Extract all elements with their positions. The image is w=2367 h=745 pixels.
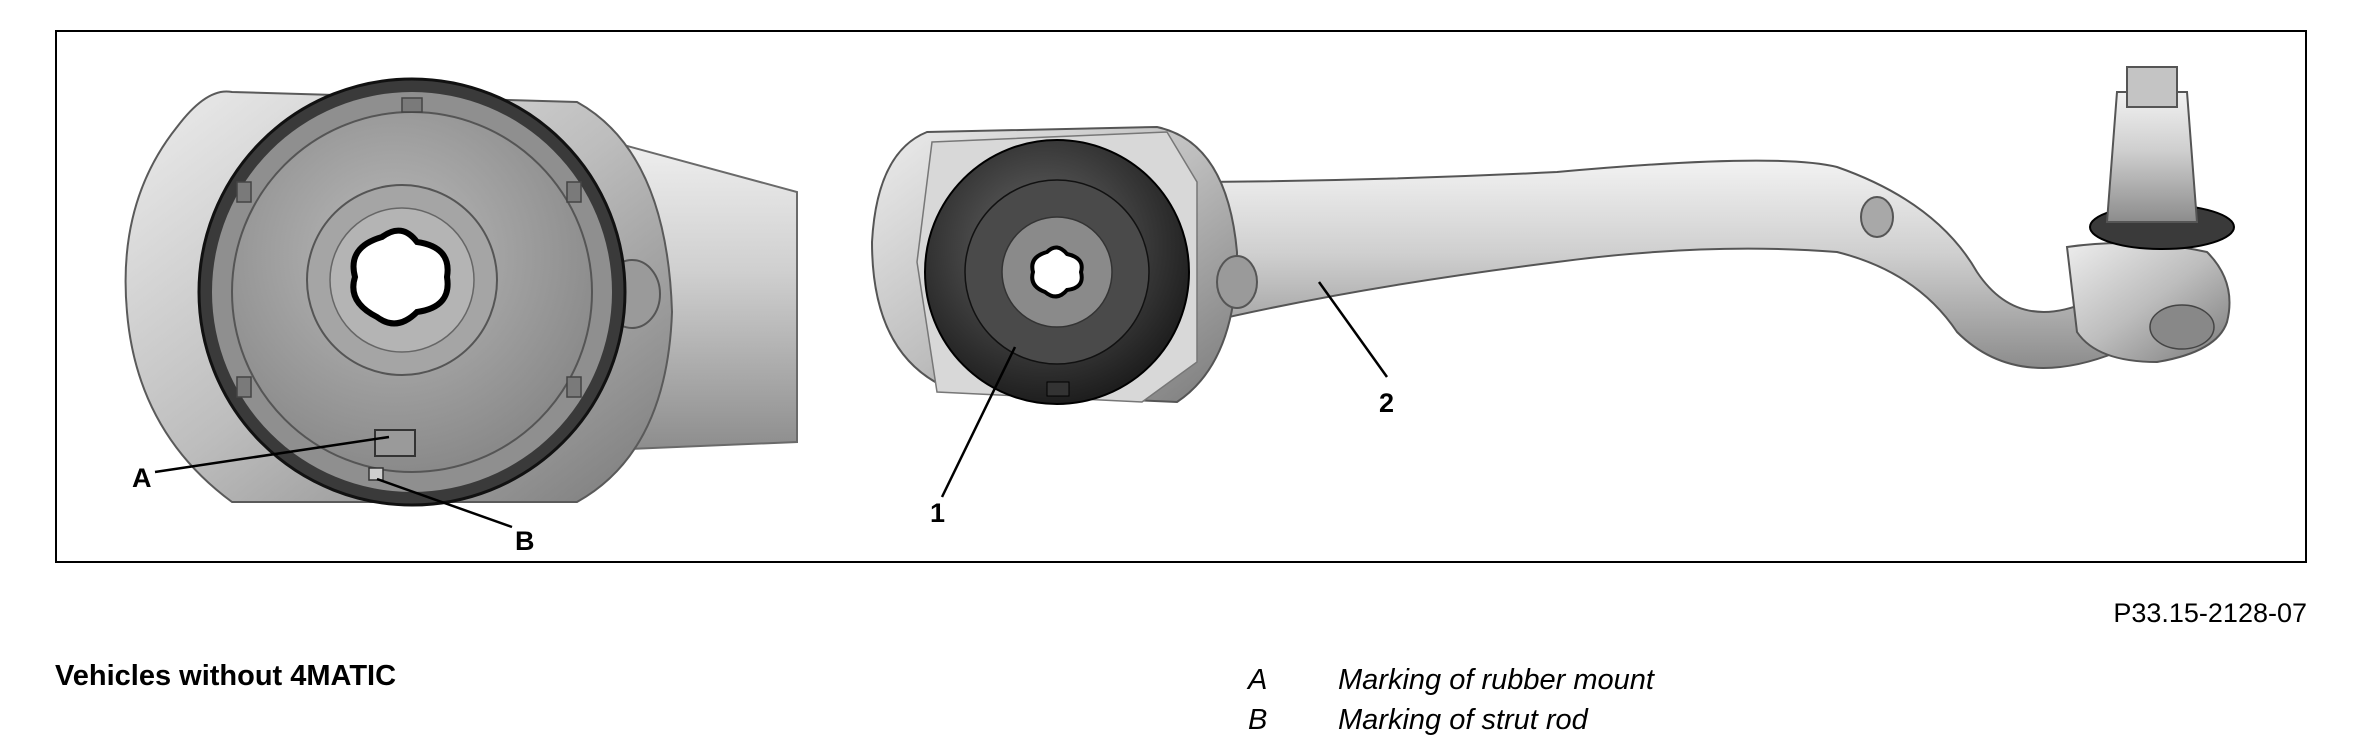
legend-text: Marking of strut rod: [1338, 703, 1588, 736]
detail-view: [124, 77, 798, 507]
strut-rod-illustration: A B 1 2: [124, 66, 2235, 556]
leader-lines: [154, 281, 1389, 529]
diagram-frame: A B 1 2: [55, 30, 2307, 563]
figure-id: P33.15-2128-07: [2113, 598, 2307, 628]
callout-a: A: [132, 463, 152, 493]
legend: A Marking of rubber mount B Marking of s…: [1248, 660, 1654, 740]
callout-b: B: [515, 526, 535, 556]
legend-key: A: [1248, 663, 1268, 696]
legend-item: B Marking of strut rod: [1248, 700, 1654, 740]
legend-item: A Marking of rubber mount: [1248, 660, 1654, 700]
legend-key: B: [1248, 703, 1268, 736]
figure-caption: Vehicles without 4MATIC: [55, 660, 397, 692]
legend-text: Marking of rubber mount: [1338, 663, 1654, 696]
callout-2: 2: [1379, 388, 1394, 418]
callout-1: 1: [930, 498, 945, 528]
full-view: [870, 66, 2235, 405]
